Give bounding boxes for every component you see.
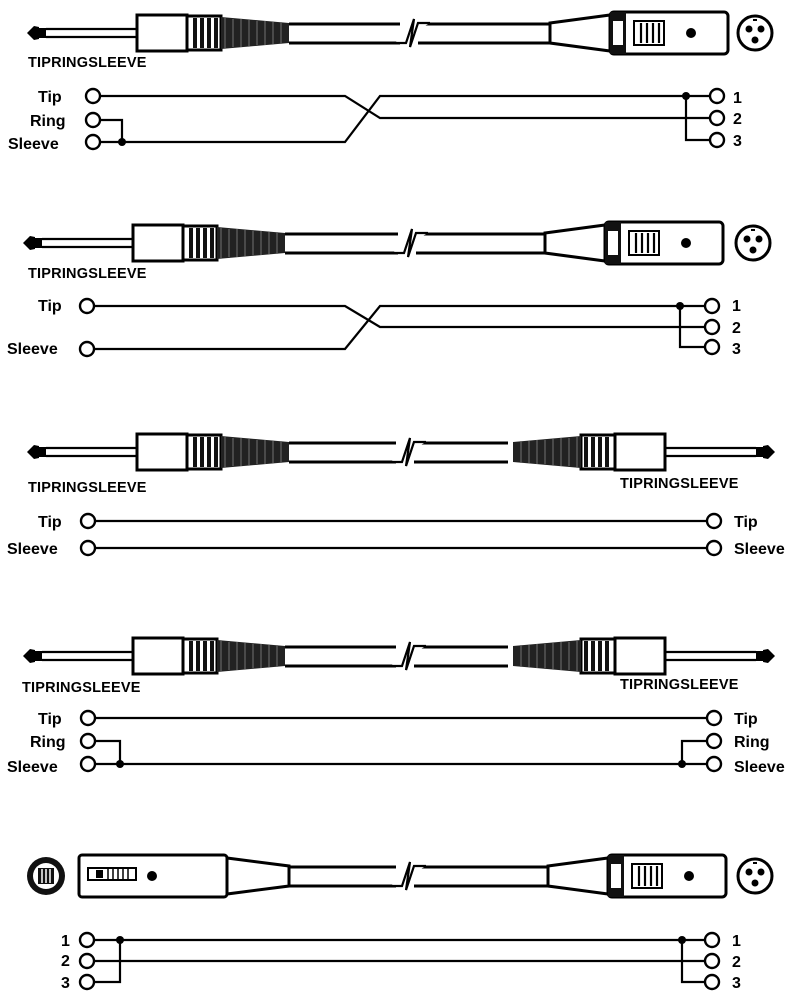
- plug-part-label: TIPRINGSLEEVE: [28, 55, 147, 71]
- plug-part-label: TIPRINGSLEEVE: [28, 266, 147, 282]
- terminal-icon: [79, 755, 97, 773]
- xlr-female-plug-icon: [77, 853, 291, 899]
- xlr-face-icon: [736, 14, 774, 52]
- pin-number: 1: [61, 933, 70, 950]
- terminal-icon: [705, 755, 723, 773]
- xlr-face-icon: [736, 857, 774, 895]
- ts-jack-plug-icon: [21, 223, 287, 263]
- pin-label-sleeve: Sleeve: [7, 341, 58, 358]
- terminal-icon: [705, 732, 723, 750]
- ts-jack-plug-icon: [25, 432, 291, 472]
- xlr-male-plug-icon: [546, 853, 728, 899]
- pin-label-tip: Tip: [38, 89, 62, 106]
- section-5: 1 2 3 1 2 3: [27, 853, 774, 992]
- trs-jack-plug-icon: [25, 13, 291, 53]
- section-3: TIPRINGSLEEVE TIPRINGSLEEVE Tip Sleeve T…: [7, 432, 785, 558]
- terminal-icon: [79, 512, 97, 530]
- pin-number: 2: [732, 954, 741, 971]
- terminal-icon: [78, 340, 96, 358]
- terminal-icon: [84, 87, 102, 105]
- terminal-icon: [703, 318, 721, 336]
- terminal-icon: [78, 931, 96, 949]
- terminal-icon: [78, 952, 96, 970]
- xlr-face-icon: [734, 224, 772, 262]
- pin-label-ring: Ring: [30, 734, 66, 751]
- xlr-female-face-icon: [27, 857, 65, 895]
- pin-number: 3: [732, 341, 741, 358]
- plug-part-label: TIPRINGSLEEVE: [28, 480, 147, 496]
- trs-jack-plug-icon: [21, 636, 287, 676]
- terminal-icon: [79, 732, 97, 750]
- pin-label-sleeve: Sleeve: [7, 759, 58, 776]
- pin-label-tip: Tip: [734, 514, 758, 531]
- xlr-male-plug-icon: [543, 220, 725, 266]
- pin-label-sleeve: Sleeve: [734, 759, 785, 776]
- pin-number: 2: [733, 111, 742, 128]
- terminal-icon: [703, 931, 721, 949]
- pin-number: 2: [61, 953, 70, 970]
- terminal-icon: [703, 973, 721, 991]
- terminal-icon: [84, 111, 102, 129]
- pin-number: 1: [732, 933, 741, 950]
- terminal-icon: [708, 131, 726, 149]
- terminal-icon: [708, 87, 726, 105]
- section-2: TIPRINGSLEEVE Tip Sleeve 1 2 3: [7, 220, 772, 358]
- plug-part-label: TIPRINGSLEEVE: [620, 476, 739, 492]
- pin-number: 2: [732, 320, 741, 337]
- pin-number: 3: [732, 975, 741, 992]
- terminal-icon: [79, 709, 97, 727]
- pin-label-tip: Tip: [734, 711, 758, 728]
- pin-label-tip: Tip: [38, 514, 62, 531]
- wiring-schematic: Tip Ring Sleeve 1 2 3: [8, 87, 742, 153]
- pin-label-sleeve: Sleeve: [8, 136, 59, 153]
- terminal-icon: [703, 297, 721, 315]
- trs-jack-plug-icon: [511, 636, 777, 676]
- pin-label-sleeve: Sleeve: [7, 541, 58, 558]
- plug-part-label: TIPRINGSLEEVE: [620, 677, 739, 693]
- wiring-schematic: Tip Ring Sleeve Tip Ring Sleeve: [7, 709, 785, 776]
- terminal-icon: [84, 133, 102, 151]
- pin-label-tip: Tip: [38, 711, 62, 728]
- pin-number: 1: [733, 90, 742, 107]
- pin-label-ring: Ring: [734, 734, 770, 751]
- plug-part-label: TIPRINGSLEEVE: [22, 680, 141, 696]
- pin-label-sleeve: Sleeve: [734, 541, 785, 558]
- terminal-icon: [78, 973, 96, 991]
- section-1: TIPRINGSLEEVE Tip Ring Sleeve 1 2 3: [8, 10, 774, 153]
- terminal-icon: [705, 512, 723, 530]
- ts-jack-plug-icon: [511, 432, 777, 472]
- pin-number: 3: [733, 133, 742, 150]
- pin-label-ring: Ring: [30, 113, 66, 130]
- terminal-icon: [708, 109, 726, 127]
- terminal-icon: [79, 539, 97, 557]
- wiring-schematic: Tip Sleeve Tip Sleeve: [7, 512, 785, 558]
- pin-label-tip: Tip: [38, 298, 62, 315]
- xlr-male-plug-icon: [548, 10, 730, 56]
- section-4: TIPRINGSLEEVE TIPRINGSLEEVE Tip Ring Sle…: [7, 636, 785, 776]
- terminal-icon: [703, 952, 721, 970]
- wiring-schematic: 1 2 3 1 2 3: [61, 931, 741, 992]
- pin-number: 3: [61, 975, 70, 992]
- terminal-icon: [78, 297, 96, 315]
- terminal-icon: [705, 709, 723, 727]
- terminal-icon: [703, 338, 721, 356]
- terminal-icon: [705, 539, 723, 557]
- pin-number: 1: [732, 298, 741, 315]
- wiring-schematic: Tip Sleeve 1 2 3: [7, 297, 741, 358]
